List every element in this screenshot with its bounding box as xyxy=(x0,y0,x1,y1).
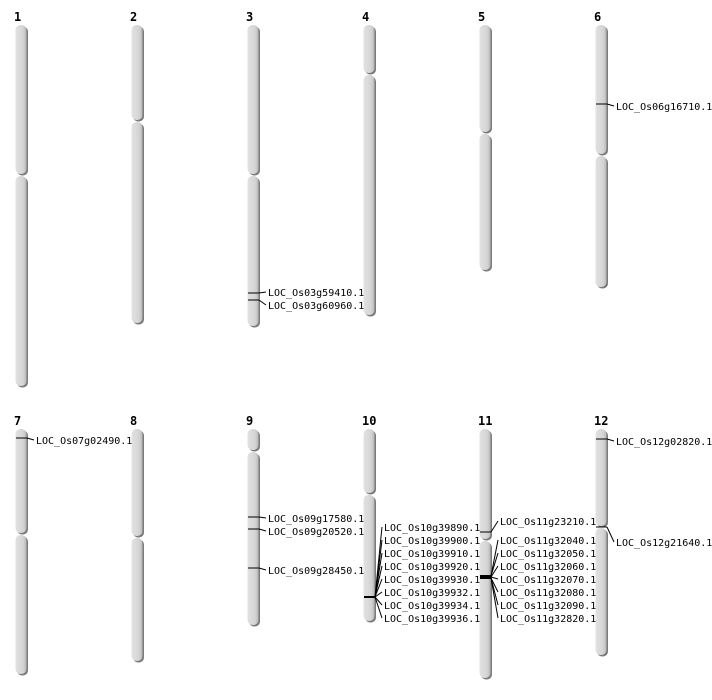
gene-label: LOC_Os10g39930.1 xyxy=(384,575,480,586)
gene-connector xyxy=(490,552,499,577)
gene-connector xyxy=(606,526,615,543)
chromosome-long-arm xyxy=(131,122,143,323)
chromosome-number: 5 xyxy=(478,10,485,24)
gene-connector xyxy=(258,299,267,306)
chromosome-number: 11 xyxy=(478,414,492,428)
chromosome-short-arm xyxy=(131,25,143,120)
gene-label: LOC_Os11g23210.1 xyxy=(500,517,596,528)
gene-connector xyxy=(258,291,267,294)
gene-connector xyxy=(374,596,383,606)
gene-connector xyxy=(374,591,383,598)
chromosome-number: 8 xyxy=(130,414,137,428)
chromosome-short-arm xyxy=(15,25,27,174)
gene-connector xyxy=(490,539,499,577)
chromosome-short-arm xyxy=(15,429,27,533)
chromosome-long-arm xyxy=(15,535,27,674)
gene-label: LOC_Os09g28450.1 xyxy=(268,566,364,577)
chromosome-long-arm xyxy=(363,75,375,315)
gene-connector xyxy=(374,578,383,598)
gene-connector xyxy=(490,520,499,533)
chromosome-4: 4 xyxy=(362,10,376,317)
chromosome-long-arm xyxy=(479,541,491,678)
chromosome-number: 7 xyxy=(14,414,21,428)
gene-label: LOC_Os12g02820.1 xyxy=(616,437,712,448)
gene-label: LOC_Os03g59410.1 xyxy=(268,288,364,299)
chromosome-long-arm xyxy=(363,495,375,621)
gene-connector xyxy=(606,103,615,107)
chromosome-number: 3 xyxy=(246,10,253,24)
chromosome-long-arm xyxy=(595,528,607,655)
gene-connector xyxy=(490,576,499,580)
chromosome-8: 8 xyxy=(130,414,144,663)
gene-label: LOC_Os06g16710.1 xyxy=(616,102,712,113)
gene-label: LOC_Os11g32050.1 xyxy=(500,549,596,560)
chromosome-5: 5 xyxy=(478,10,492,272)
gene-label: LOC_Os11g32080.1 xyxy=(500,588,596,599)
gene-label: LOC_Os10g39936.1 xyxy=(384,614,480,625)
gene-connector xyxy=(26,437,35,441)
chromosome-long-arm xyxy=(247,176,259,326)
chromosome-number: 6 xyxy=(594,10,601,24)
chromosome-number: 10 xyxy=(362,414,376,428)
chromosome-number: 9 xyxy=(246,414,253,428)
chromosome-short-arm xyxy=(479,429,491,539)
chromosome-11: 11LOC_Os11g23210.1LOC_Os11g32040.1LOC_Os… xyxy=(478,414,596,680)
gene-connector xyxy=(258,567,267,571)
chromosome-number: 4 xyxy=(362,10,369,24)
gene-connector xyxy=(490,565,499,578)
chromosome-number: 2 xyxy=(130,10,137,24)
chromosome-short-arm xyxy=(247,429,259,450)
chromosome-short-arm xyxy=(479,25,491,132)
gene-connector xyxy=(490,577,499,593)
gene-label: LOC_Os10g39920.1 xyxy=(384,562,480,573)
gene-label: LOC_Os09g17580.1 xyxy=(268,514,364,525)
chromosome-long-arm xyxy=(247,452,259,625)
gene-connector xyxy=(374,596,383,619)
chromosome-short-arm xyxy=(247,25,259,174)
gene-label: LOC_Os03g60960.1 xyxy=(268,301,364,312)
gene-label: LOC_Os11g32070.1 xyxy=(500,575,596,586)
gene-label: LOC_Os10g39910.1 xyxy=(384,549,480,560)
gene-connector xyxy=(490,577,499,619)
gene-label: LOC_Os10g39934.1 xyxy=(384,601,480,612)
gene-connector xyxy=(258,528,267,532)
gene-label: LOC_Os09g20520.1 xyxy=(268,527,364,538)
gene-label: LOC_Os11g32820.1 xyxy=(500,614,596,625)
gene-label: LOC_Os10g39932.1 xyxy=(384,588,480,599)
gene-connector xyxy=(374,565,383,598)
gene-connector xyxy=(606,438,615,442)
chromosome-short-arm xyxy=(363,25,375,73)
gene-label: LOC_Os10g39890.1 xyxy=(384,523,480,534)
gene-label: LOC_Os11g32060.1 xyxy=(500,562,596,573)
chromosome-short-arm xyxy=(363,429,375,493)
chromosome-number: 1 xyxy=(14,10,21,24)
chromosome-long-arm xyxy=(595,156,607,287)
chromosome-short-arm xyxy=(131,429,143,536)
chromosome-number: 12 xyxy=(594,414,608,428)
chromosome-10: 10LOC_Os10g39890.1LOC_Os10g39900.1LOC_Os… xyxy=(362,414,480,625)
chromosome-long-arm xyxy=(131,538,143,661)
chromosome-9: 9LOC_Os09g17580.1LOC_Os09g20520.1LOC_Os0… xyxy=(246,414,364,627)
chromosome-2: 2 xyxy=(130,10,144,325)
gene-connector xyxy=(258,516,267,519)
chromosome-short-arm xyxy=(595,25,607,154)
chromosome-short-arm xyxy=(595,429,607,526)
chromosome-1: 1 xyxy=(14,10,28,388)
gene-label: LOC_Os10g39900.1 xyxy=(384,536,480,547)
gene-label: LOC_Os07g02490.1 xyxy=(36,436,132,447)
chromosome-long-arm xyxy=(479,134,491,270)
chromosome-long-arm xyxy=(15,176,27,386)
gene-label: LOC_Os11g32090.1 xyxy=(500,601,596,612)
gene-label: LOC_Os12g21640.1 xyxy=(616,538,712,549)
gene-label: LOC_Os11g32040.1 xyxy=(500,536,596,547)
